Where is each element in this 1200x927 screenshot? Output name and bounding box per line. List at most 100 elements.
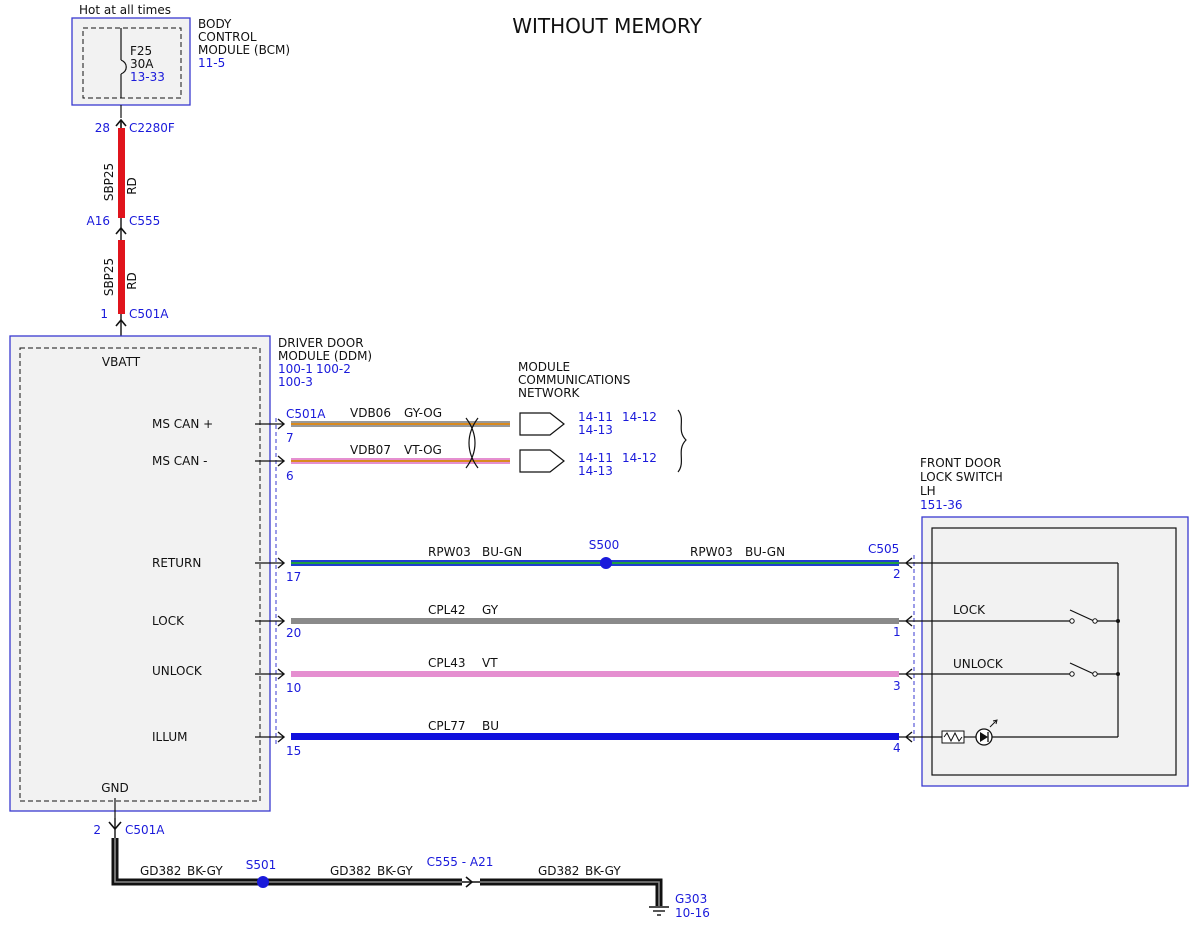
supply-label: Hot at all times <box>79 3 171 17</box>
splice-s501-name: S501 <box>246 858 277 872</box>
network-line3: NETWORK <box>518 386 581 400</box>
switch-lock-label: LOCK <box>953 603 986 617</box>
network-line2: COMMUNICATIONS <box>518 373 630 387</box>
can-minus-ref-a: 14-11 <box>578 451 613 465</box>
illum-circuit: CPL77 <box>428 719 466 733</box>
c2280f-name: C2280F <box>129 121 175 135</box>
return-circuit-right: RPW03 <box>690 545 733 559</box>
pin-label-ms-can-plus: MS CAN + <box>152 417 213 431</box>
gnd-seg1-color: BK-GY <box>187 864 223 878</box>
seg2-circuit: SBP25 <box>102 258 116 296</box>
splice-s500-icon <box>600 557 612 569</box>
ddm-ref-1: 100-1 <box>278 362 313 376</box>
unlock-pin-right: 3 <box>893 679 901 693</box>
lock-pin-right: 1 <box>893 625 901 639</box>
ddm-ref-3: 100-3 <box>278 375 313 389</box>
c555-name: C555 <box>129 214 160 228</box>
diagram-title: WITHOUT MEMORY <box>512 14 702 38</box>
gnd-seg3-color: BK-GY <box>585 864 621 878</box>
return-color-right: BU-GN <box>745 545 785 559</box>
illum-pin-left: 15 <box>286 744 301 758</box>
c501a-connector-name: C501A <box>286 407 326 421</box>
unlock-color: VT <box>482 656 498 670</box>
twisted-pair-icon <box>465 417 479 469</box>
illum-color: BU <box>482 719 499 733</box>
can-plus-pin: 7 <box>286 431 294 445</box>
network-line1: MODULE <box>518 360 570 374</box>
wire-vdb07-inner <box>291 460 510 462</box>
wire-gd382-seg3-inner <box>480 881 660 906</box>
c555-pin: A16 <box>87 214 110 228</box>
wire-cpl77 <box>291 733 899 740</box>
lock-pin-left: 20 <box>286 626 301 640</box>
resistor-icon <box>941 730 965 744</box>
switch-module-line1: FRONT DOOR <box>920 456 1001 470</box>
illum-pin-right: 4 <box>893 741 901 755</box>
connector-c555-a21-icon <box>462 876 480 888</box>
can-minus-ref-c: 14-13 <box>578 464 613 478</box>
lock-circuit: CPL42 <box>428 603 466 617</box>
gnd-connector: C501A <box>125 823 165 837</box>
can-plus-ref-a: 14-11 <box>578 410 613 424</box>
unlock-circuit: CPL43 <box>428 656 466 670</box>
gnd-seg1-circuit: GD382 <box>140 864 181 878</box>
gnd-seg3-circuit: GD382 <box>538 864 579 878</box>
pin-label-ms-can-minus: MS CAN - <box>152 454 208 468</box>
can-minus-pin: 6 <box>286 469 294 483</box>
bcm-module-box <box>71 17 191 106</box>
gnd-inline-connector: C555 - A21 <box>427 855 494 869</box>
return-pin-arrow-icon <box>277 557 286 569</box>
ddm-module-box <box>9 335 271 812</box>
can-plus-circuit: VDB06 <box>350 406 391 420</box>
ddm-inner-box <box>19 347 261 802</box>
can-plus-ref-c: 14-13 <box>578 423 613 437</box>
pin-label-unlock: UNLOCK <box>152 664 203 678</box>
lock-pin-arrow-icon <box>277 615 286 627</box>
switch-inner-box <box>931 527 1177 776</box>
c501a-feed-pin: 1 <box>100 307 108 321</box>
c501a-feed-name: C501A <box>129 307 169 321</box>
ddm-name-line1: DRIVER DOOR <box>278 336 364 350</box>
seg2-color: RD <box>125 272 139 290</box>
unlock-switch-icon <box>1069 662 1120 677</box>
lock-switch-icon <box>1069 609 1120 624</box>
connector-c2280f-icon <box>115 118 127 128</box>
splice-s501-icon <box>257 876 269 888</box>
wire-gd382-seg1-inner <box>114 838 462 883</box>
return-pin-left: 17 <box>286 570 301 584</box>
wire-cpl43 <box>291 671 899 677</box>
gnd-pin: 2 <box>93 823 101 837</box>
wire-sbp25-seg1 <box>118 128 125 218</box>
return-circuit-left: RPW03 <box>428 545 471 559</box>
return-color-left: BU-GN <box>482 545 522 559</box>
ddm-vbatt-label: VBATT <box>102 355 141 369</box>
return-pin-right: 2 <box>893 567 901 581</box>
ddm-gnd-label: GND <box>101 781 129 795</box>
bcm-inner-box <box>82 27 182 99</box>
network-bracket-icon <box>677 409 687 473</box>
pin-label-illum: ILLUM <box>152 730 187 744</box>
c2280f-pin: 28 <box>95 121 110 135</box>
unlock-pin-arrow-icon <box>277 668 286 680</box>
splice-s500-name: S500 <box>589 538 620 552</box>
pin-label-lock: LOCK <box>152 614 185 628</box>
switch-module-ref: 151-36 <box>920 498 963 512</box>
bcm-name-line1: BODY <box>198 17 232 31</box>
illum-pin-arrow-icon <box>277 731 286 743</box>
seg1-circuit: SBP25 <box>102 163 116 201</box>
fuse-rating: 30A <box>130 57 154 71</box>
can-plus-network-connector-icon <box>519 412 565 436</box>
ground-ref: 10-16 <box>675 906 710 920</box>
bcm-name-line3: MODULE (BCM) <box>198 43 290 57</box>
can-minus-pin-arrow-icon <box>277 455 286 467</box>
fuse-name: F25 <box>130 44 152 58</box>
wire-cpl42 <box>291 618 899 624</box>
can-minus-circuit: VDB07 <box>350 443 391 457</box>
switch-module-line2: LOCK SWITCH <box>920 470 1003 484</box>
c505-connector-name: C505 <box>868 542 899 556</box>
switch-module-line3: LH <box>920 484 936 498</box>
switch-module-box <box>921 516 1189 787</box>
wire-rpw03-inner <box>291 562 899 564</box>
connector-c555-icon <box>115 218 127 240</box>
can-plus-ref-b: 14-12 <box>622 410 657 424</box>
